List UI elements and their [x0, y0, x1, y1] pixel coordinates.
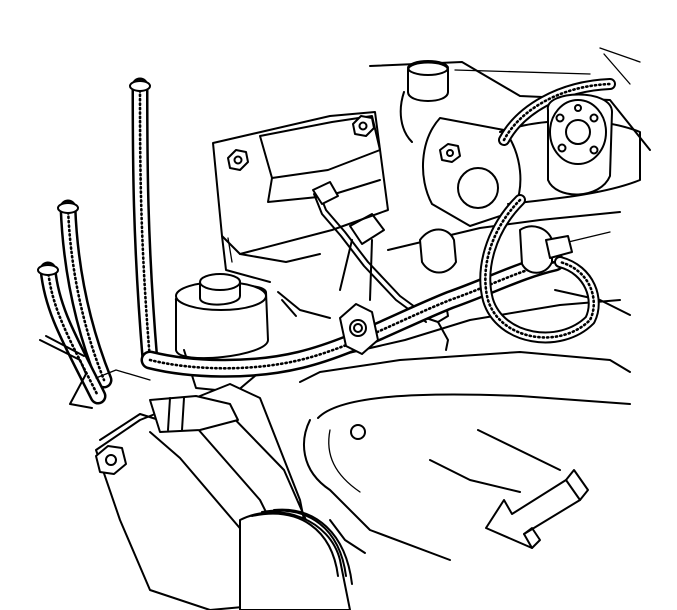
housing-boss [457, 167, 499, 209]
direction-arrow [485, 469, 589, 549]
steering-rack-assembly [95, 383, 353, 610]
casting-bore [350, 424, 366, 440]
round-canister [174, 273, 269, 393]
distributor-cap-round-connector [546, 47, 641, 196]
wiring-harness-corrugated-conduit [140, 78, 616, 378]
vertical-conduits [37, 77, 159, 409]
connector-bracket [349, 213, 385, 245]
bracket-bolt-upper-left [227, 149, 249, 171]
bracket-bolt-upper-right [352, 115, 375, 137]
mounting-bolt [95, 445, 127, 475]
throttle-linkage-rod [277, 181, 431, 323]
rack-bellows [239, 508, 353, 610]
nut-upper [439, 143, 461, 163]
mounting-bracket [212, 111, 389, 283]
